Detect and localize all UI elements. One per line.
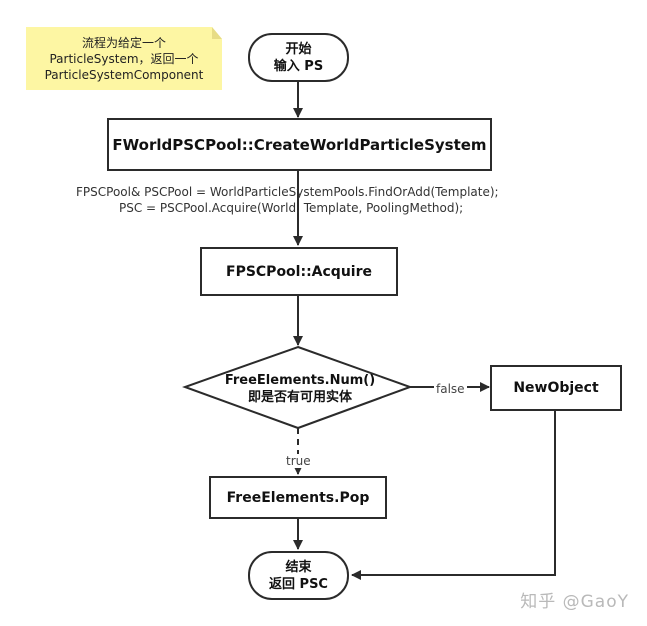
end-line-1: 结束 (285, 559, 312, 575)
note-line-1: 流程为给定一个 (81, 35, 166, 50)
free-elements-pop-node: FreeElements.Pop (209, 476, 387, 519)
start-node: 开始 输入 PS (248, 33, 349, 82)
code-line-1: FPSCPool& PSCPool = WorldParticleSystemP… (76, 185, 499, 199)
acquire-node-label: FPSCPool::Acquire (226, 263, 372, 280)
note-line-2: ParticleSystem，返回一个 (49, 51, 199, 66)
code-line-2: PSC = PSCPool.Acquire(World, Template, P… (119, 201, 464, 215)
new-object-label: NewObject (513, 380, 599, 396)
acquire-node: FPSCPool::Acquire (200, 247, 398, 296)
watermark: 知乎 @GaoY (520, 592, 629, 612)
note-line-3: ParticleSystemComponent (44, 67, 204, 82)
true-label: true (284, 454, 313, 468)
note-callout: 流程为给定一个 ParticleSystem，返回一个 ParticleSyst… (26, 27, 222, 90)
new-object-node: NewObject (490, 365, 622, 411)
create-node-label: FWorldPSCPool::CreateWorldParticleSystem (112, 135, 487, 154)
arrow-newobject-to-end (351, 411, 556, 580)
note-fold-corner (212, 27, 222, 39)
start-line-2: 输入 PS (273, 58, 324, 74)
decision-line-1: FreeElements.Num() (224, 373, 376, 388)
create-world-particle-system-node: FWorldPSCPool::CreateWorldParticleSystem (107, 118, 492, 171)
false-label: false (434, 382, 467, 396)
pop-node-label: FreeElements.Pop (226, 489, 370, 506)
decision-text: FreeElements.Num() 即是否有可用实体 (190, 372, 410, 406)
end-node: 结束 返回 PSC (248, 551, 349, 600)
start-line-1: 开始 (285, 41, 312, 57)
end-line-2: 返回 PSC (269, 576, 328, 592)
decision-line-2: 即是否有可用实体 (247, 390, 352, 405)
